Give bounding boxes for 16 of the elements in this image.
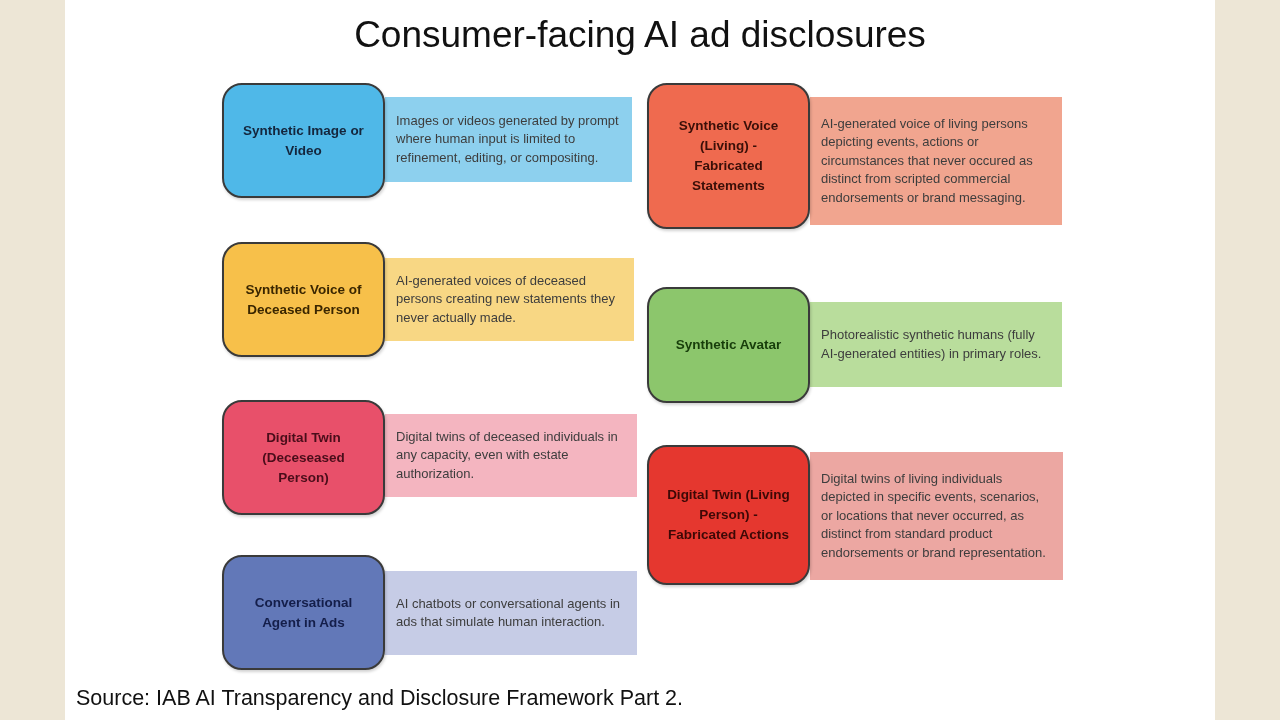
description-panel: Digital twins of living individuals depicted in specific events, scenarios, or locations that never occurred, as distinct from standard product endorsements or brand representation. (810, 452, 1063, 580)
title: Consumer-facing AI ad disclosures (353, 14, 927, 56)
category-card: Conversational Agent in Ads (222, 555, 385, 670)
description-panel: Images or videos generated by prompt where human input is limited to refinement, editing, or compositing. (385, 97, 632, 182)
description-panel: AI-generated voices of deceased persons creating new statements they never actually made. (385, 258, 634, 341)
category-card: Synthetic Voice of Deceased Person (222, 242, 385, 357)
category-card: Digital Twin (Living Person) - Fabricated Actions (647, 445, 810, 585)
source-caption: Source: IAB AI Transparency and Disclosure Framework Part 2. (76, 686, 684, 711)
category-card: Synthetic Image or Video (222, 83, 385, 198)
description-panel: Photorealistic synthetic humans (fully AI-generated entities) in primary roles. (810, 302, 1062, 387)
description-panel: AI-generated voice of living persons depicting events, actions or circumstances that never occured as distinct from scripted commercial endorsements or brand messaging. (810, 97, 1062, 225)
category-card: Digital Twin (Deceseased Person) (222, 400, 385, 515)
category-card: Synthetic Avatar (647, 287, 810, 403)
description-panel: Digital twins of deceased individuals in any capacity, even with estate authorization. (385, 414, 637, 497)
category-card: Synthetic Voice (Living) - Fabricated Statements (647, 83, 810, 229)
description-panel: AI chatbots or conversational agents in ads that simulate human interaction. (385, 571, 637, 655)
